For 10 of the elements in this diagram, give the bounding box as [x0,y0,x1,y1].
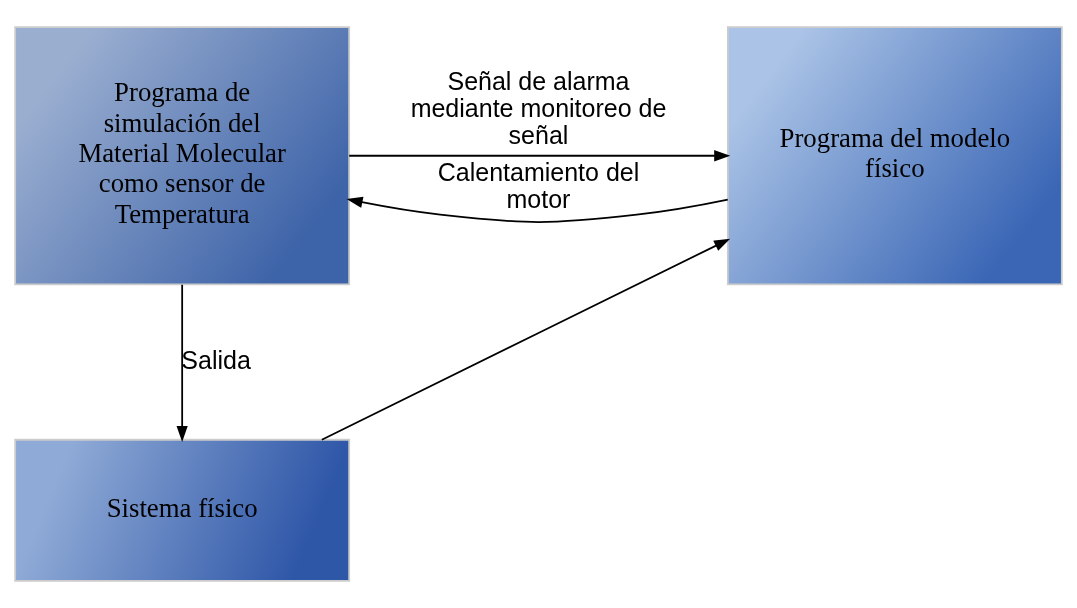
edge-label: Salida [181,345,251,374]
arrow [348,150,731,162]
arrow [320,238,731,441]
edge-label: Calentamiento del motor [437,158,640,213]
node-box: Programa del modelo físico [726,26,1063,286]
edge-label: Señal de alarma mediante monitoreo de señal [410,67,667,149]
node-box: Programa de simulación del Material Molecular como sensor de Temperatura [14,26,351,286]
node-box: Sistema físico [14,438,351,582]
arrow [346,196,729,223]
arrow [176,283,188,443]
